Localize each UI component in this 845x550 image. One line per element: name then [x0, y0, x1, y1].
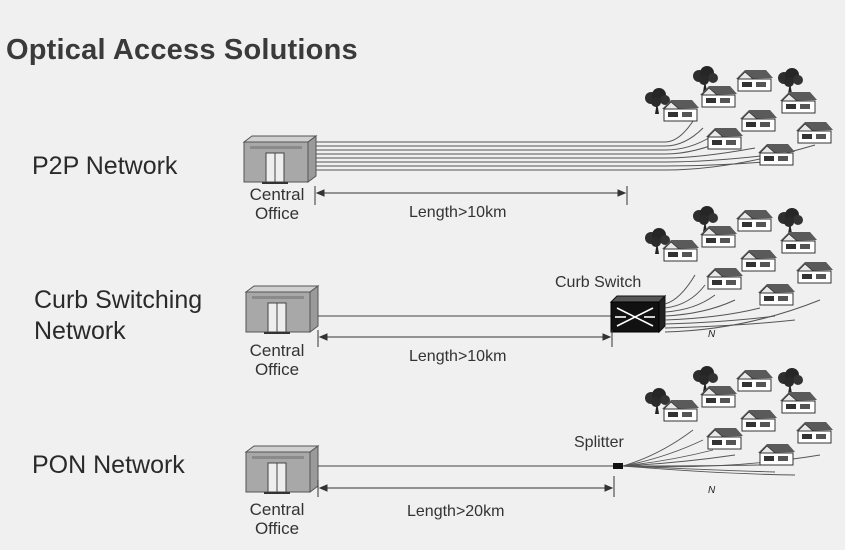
length-label-p2p: Length>10km [409, 204, 507, 221]
curb-label-line-2: Network [34, 317, 126, 345]
length-dimension-curb [317, 330, 613, 347]
central-office-icon [243, 135, 317, 185]
central-office-label-curb: Central Office [237, 341, 317, 379]
co-label-line-1: Central [249, 341, 305, 360]
pon-drop-fibers [622, 429, 821, 476]
co-label-line-1: Central [249, 185, 305, 204]
length-dimension-pon [317, 476, 615, 497]
homes-cluster [645, 206, 833, 305]
p2p-network-label: P2P Network [32, 152, 178, 180]
central-office-label-p2p: Central Office [237, 185, 317, 223]
co-label-line-2: Office [254, 360, 300, 379]
fanout-n-label-pon: N [708, 485, 716, 496]
co-label-line-2: Office [254, 204, 300, 223]
pon-network-label: PON Network [32, 451, 185, 479]
curb-switching-network-label: Curb Switching Network [34, 285, 202, 347]
homes-cluster [645, 66, 833, 165]
co-label-line-1: Central [249, 500, 305, 519]
pon-diagram [245, 366, 833, 497]
central-office-icon [245, 285, 319, 335]
length-label-pon: Length>20km [407, 503, 505, 520]
p2p-diagram [243, 66, 833, 205]
curb-switch-label: Curb Switch [555, 274, 642, 291]
fanout-n-label-curb: N [708, 329, 716, 340]
homes-cluster [645, 366, 833, 465]
length-dimension-p2p [314, 186, 628, 205]
curb-label-line-1: Curb Switching [34, 286, 203, 314]
splitter-icon [613, 463, 623, 469]
curb-switch-icon [609, 294, 667, 334]
co-label-line-2: Office [254, 519, 300, 538]
curb-drop-fibers [664, 274, 821, 333]
page-title: Optical Access Solutions [6, 34, 358, 66]
central-office-label-pon: Central Office [237, 500, 317, 538]
central-office-icon [245, 445, 319, 495]
curb-diagram [245, 206, 833, 347]
length-label-curb: Length>10km [409, 348, 507, 365]
splitter-label: Splitter [574, 434, 624, 451]
